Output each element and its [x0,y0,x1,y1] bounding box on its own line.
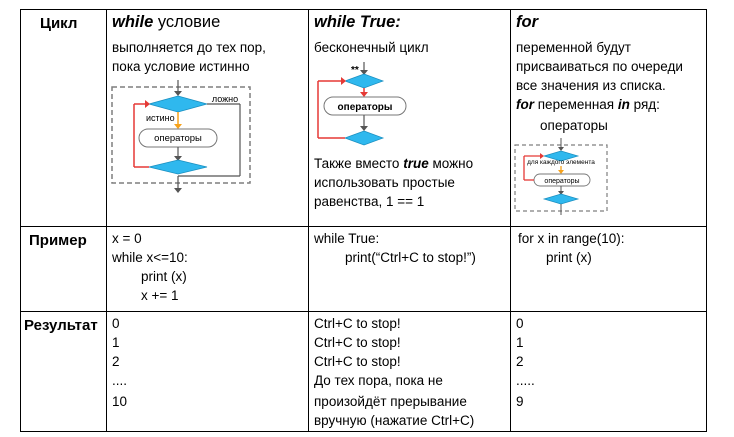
while-keyword: while [112,13,154,31]
while-true-code-line-1: while True: [314,231,380,246]
for-result-1: 0 [516,316,524,331]
for-desc-5: операторы [540,118,608,133]
for-result-5: 9 [516,394,524,409]
for-desc-2: присваиваться по очереди [516,59,683,74]
for-each-diamond [542,150,580,162]
for-result-3: 2 [516,354,524,369]
while-true-result-3: Ctrl+C to stop! [314,354,401,369]
table-border-right [706,9,707,432]
while-true-note-3: равенства, 1 == 1 [314,194,425,209]
while-true-result-2: Ctrl+C to stop! [314,335,401,350]
for-each-label: для каждого элемента [527,159,595,166]
table-border-col1 [106,9,107,432]
for-desc-4-kw1: for [516,97,534,112]
while-true-note-2: использовать простые [314,175,455,190]
while-desc-2: пока условие истинно [112,59,250,74]
for-desc-4-kw2: in [617,97,630,112]
table-border-row1 [20,226,707,227]
while-true-operators-label: операторы [338,102,393,113]
for-desc-4-mid: переменная [534,97,618,112]
for-end-diamond [542,193,580,205]
while-condition-diamond [147,95,209,113]
while-title-rest: условие [153,13,221,31]
for-title: for [516,13,538,31]
table-border-top [20,9,707,10]
while-true-code-line-2: print(“Ctrl+C to stop!”) [345,250,476,265]
while-code-line-2: while x<=10: [112,250,188,265]
while-true-note-1: Также вместо true можно [314,154,473,173]
while-code-line-3: print (x) [141,269,187,284]
while-true-result-6: вручную (нажатие Ctrl+C) [314,413,475,428]
for-result-2: 1 [516,335,524,350]
while-flowchart: ложно истино операторы [111,80,251,193]
while-true-note-1-kw: true [403,156,429,171]
row-header-result: Результат [24,317,98,334]
while-true-operators-box [323,96,407,116]
while-true-result-1: Ctrl+C to stop! [314,316,401,331]
for-operators-label: операторы [544,178,579,185]
while-true-top-diamond [343,73,385,89]
for-code-line-2: print (x) [546,250,592,265]
for-desc-3: все значения из списка. [516,78,666,93]
row-header-example: Пример [29,232,87,249]
while-true-result-4: До тех пора, пока не [314,373,443,388]
while-result-1: 0 [112,316,120,331]
while-true-desc: бесконечный цикл [314,40,429,55]
for-flowchart: для каждого элемента операторы [514,138,608,215]
while-true-title: while True: [314,13,401,31]
while-true-marker: ** [351,65,359,76]
table-border-row2 [20,311,707,312]
table-border-col3 [510,9,511,432]
while-result-3: 2 [112,354,120,369]
while-result-4: .... [112,373,128,388]
while-true-flowchart: ** операторы [317,62,407,146]
while-desc-1: выполняется до тех пор, [112,40,266,55]
while-true-result-5: произойдёт прерывание [314,394,467,409]
for-desc-1: переменной будут [516,40,631,55]
while-title: while условие [112,13,220,32]
for-desc-4: for переменная in ряд: [516,95,660,114]
while-result-2: 1 [112,335,120,350]
table-border-col2 [308,9,309,432]
row-header-loop: Цикл [40,15,78,32]
for-code-line-1: for x in range(10): [518,231,625,246]
while-code-line-4: x += 1 [141,288,179,303]
while-true-end-diamond [343,130,385,146]
table-border-left [20,9,21,432]
for-desc-4-post: ряд: [629,97,660,112]
while-operators-label: операторы [154,133,202,144]
while-result-5: 10 [112,394,128,409]
while-code-line-1: x = 0 [112,231,142,246]
for-result-4: ..... [516,373,535,388]
while-true-label: истино [146,113,175,123]
while-false-label: ложно [212,94,238,104]
while-true-note-1-pre: Также вместо [314,156,404,171]
while-true-note-1-post: можно [428,156,474,171]
while-end-diamond [148,159,208,175]
table-border-bottom [20,431,707,432]
